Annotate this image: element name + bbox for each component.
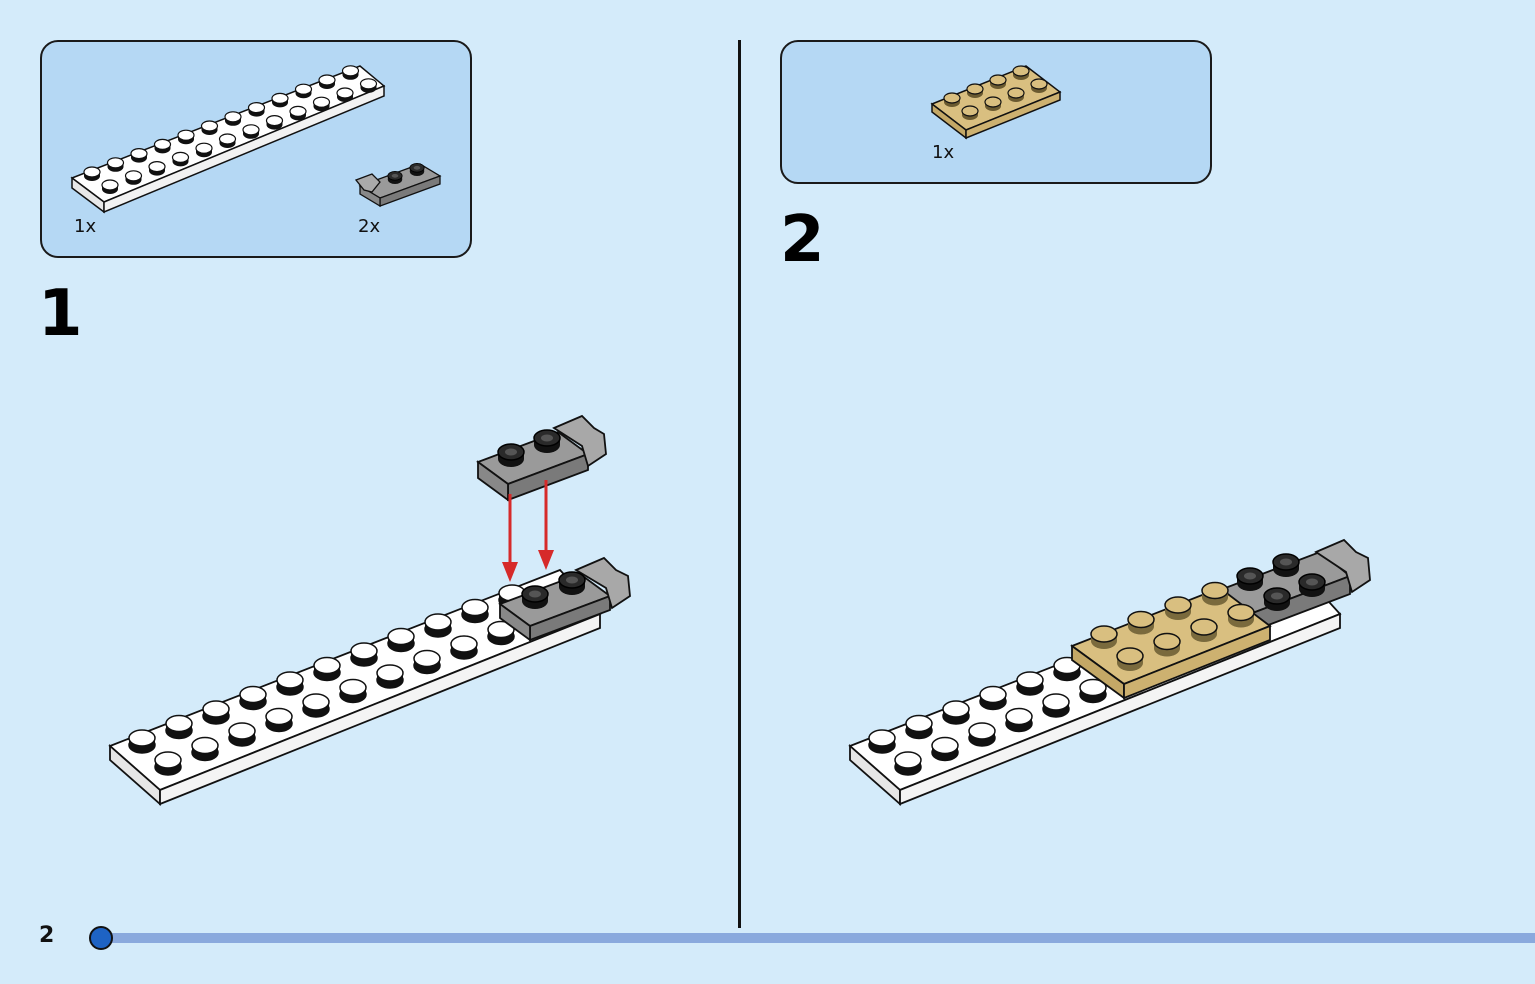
part-icon-grey-clip-plate <box>354 162 442 208</box>
plate-stud <box>242 124 260 140</box>
plate-stud <box>1042 693 1070 718</box>
plate-stud <box>341 65 360 81</box>
plate-stud <box>359 78 378 94</box>
step-number-1: 1 <box>38 277 83 351</box>
plate-stud <box>154 751 182 776</box>
step-divider <box>738 40 741 928</box>
step-number-2: 2 <box>780 203 825 277</box>
plate-stud <box>943 92 961 108</box>
plate-stud <box>128 729 156 754</box>
plate-stud <box>1201 581 1229 607</box>
progress-indicator-dot <box>89 926 113 950</box>
plate-stud <box>312 96 331 112</box>
plate-stud <box>905 714 933 740</box>
plate-stud <box>247 101 266 118</box>
page-number: 2 <box>39 923 55 948</box>
plate-stud <box>218 133 237 149</box>
plate-stud <box>271 92 289 109</box>
plate-stud <box>868 729 896 754</box>
plate-stud <box>413 649 441 675</box>
plate-stud <box>302 693 330 718</box>
plate-stud <box>1012 65 1030 81</box>
plate-stud <box>130 148 148 164</box>
plate-stud <box>979 685 1007 711</box>
part-icon-tan-plate <box>930 65 1062 140</box>
step-2-illustration <box>848 538 1371 806</box>
plate-stud <box>83 166 101 182</box>
plate-stud <box>339 678 367 704</box>
plate-stud <box>931 736 959 762</box>
plate-stud <box>1127 610 1155 636</box>
plate-stud <box>942 700 970 725</box>
plate-stud <box>313 656 341 682</box>
plate-stud <box>376 664 404 689</box>
plate-stud <box>101 179 119 195</box>
plate-stud <box>894 751 922 776</box>
plate-stud <box>961 105 979 121</box>
plate-stud <box>165 714 193 740</box>
plate-stud <box>106 157 125 173</box>
plate-stud <box>1090 625 1118 650</box>
plate-stud <box>200 120 219 136</box>
plate-stud <box>1116 647 1144 672</box>
plate-stud <box>276 671 304 696</box>
plate-stud <box>228 722 256 747</box>
plate-stud <box>1005 707 1033 733</box>
plate-stud <box>350 642 378 667</box>
part-qty-grey-clip-plate: 2x <box>358 216 381 237</box>
part-qty-white-plate: 1x <box>74 216 97 237</box>
plate-stud <box>202 700 230 725</box>
plate-stud <box>171 151 190 167</box>
plate-stud <box>289 105 307 122</box>
step-1-illustration <box>108 414 631 806</box>
plate-stud <box>336 87 354 103</box>
placement-arrows <box>502 480 554 582</box>
plate-stud <box>195 142 213 158</box>
part-qty-tan-plate: 1x <box>932 142 955 163</box>
part-icon-white-plate <box>70 65 386 214</box>
plate-stud <box>450 635 478 660</box>
plate-stud <box>1153 632 1181 658</box>
plate-stud <box>239 685 267 711</box>
plate-stud <box>265 707 293 733</box>
plate-stud <box>1007 87 1025 103</box>
plate-stud <box>1030 78 1048 94</box>
plate-stud <box>294 83 313 99</box>
plate-stud <box>1190 618 1218 643</box>
progress-track <box>100 933 1535 943</box>
plate-stud <box>966 83 984 99</box>
plate-stud <box>989 74 1007 90</box>
plate-stud <box>1016 671 1044 696</box>
plate-stud <box>968 722 996 747</box>
plate-stud <box>1227 603 1255 629</box>
plate-stud <box>318 74 336 90</box>
plate-stud <box>177 129 195 145</box>
plate-stud <box>1164 596 1192 621</box>
plate-stud <box>265 114 284 131</box>
plate-stud <box>424 613 452 638</box>
plate-stud <box>191 736 219 762</box>
plate-stud <box>461 598 489 624</box>
plate-stud <box>224 111 242 127</box>
plate-stud <box>387 627 415 653</box>
plate-stud <box>153 138 172 154</box>
plate-stud <box>124 170 143 186</box>
plate-stud <box>984 96 1002 112</box>
plate-stud <box>148 161 166 177</box>
